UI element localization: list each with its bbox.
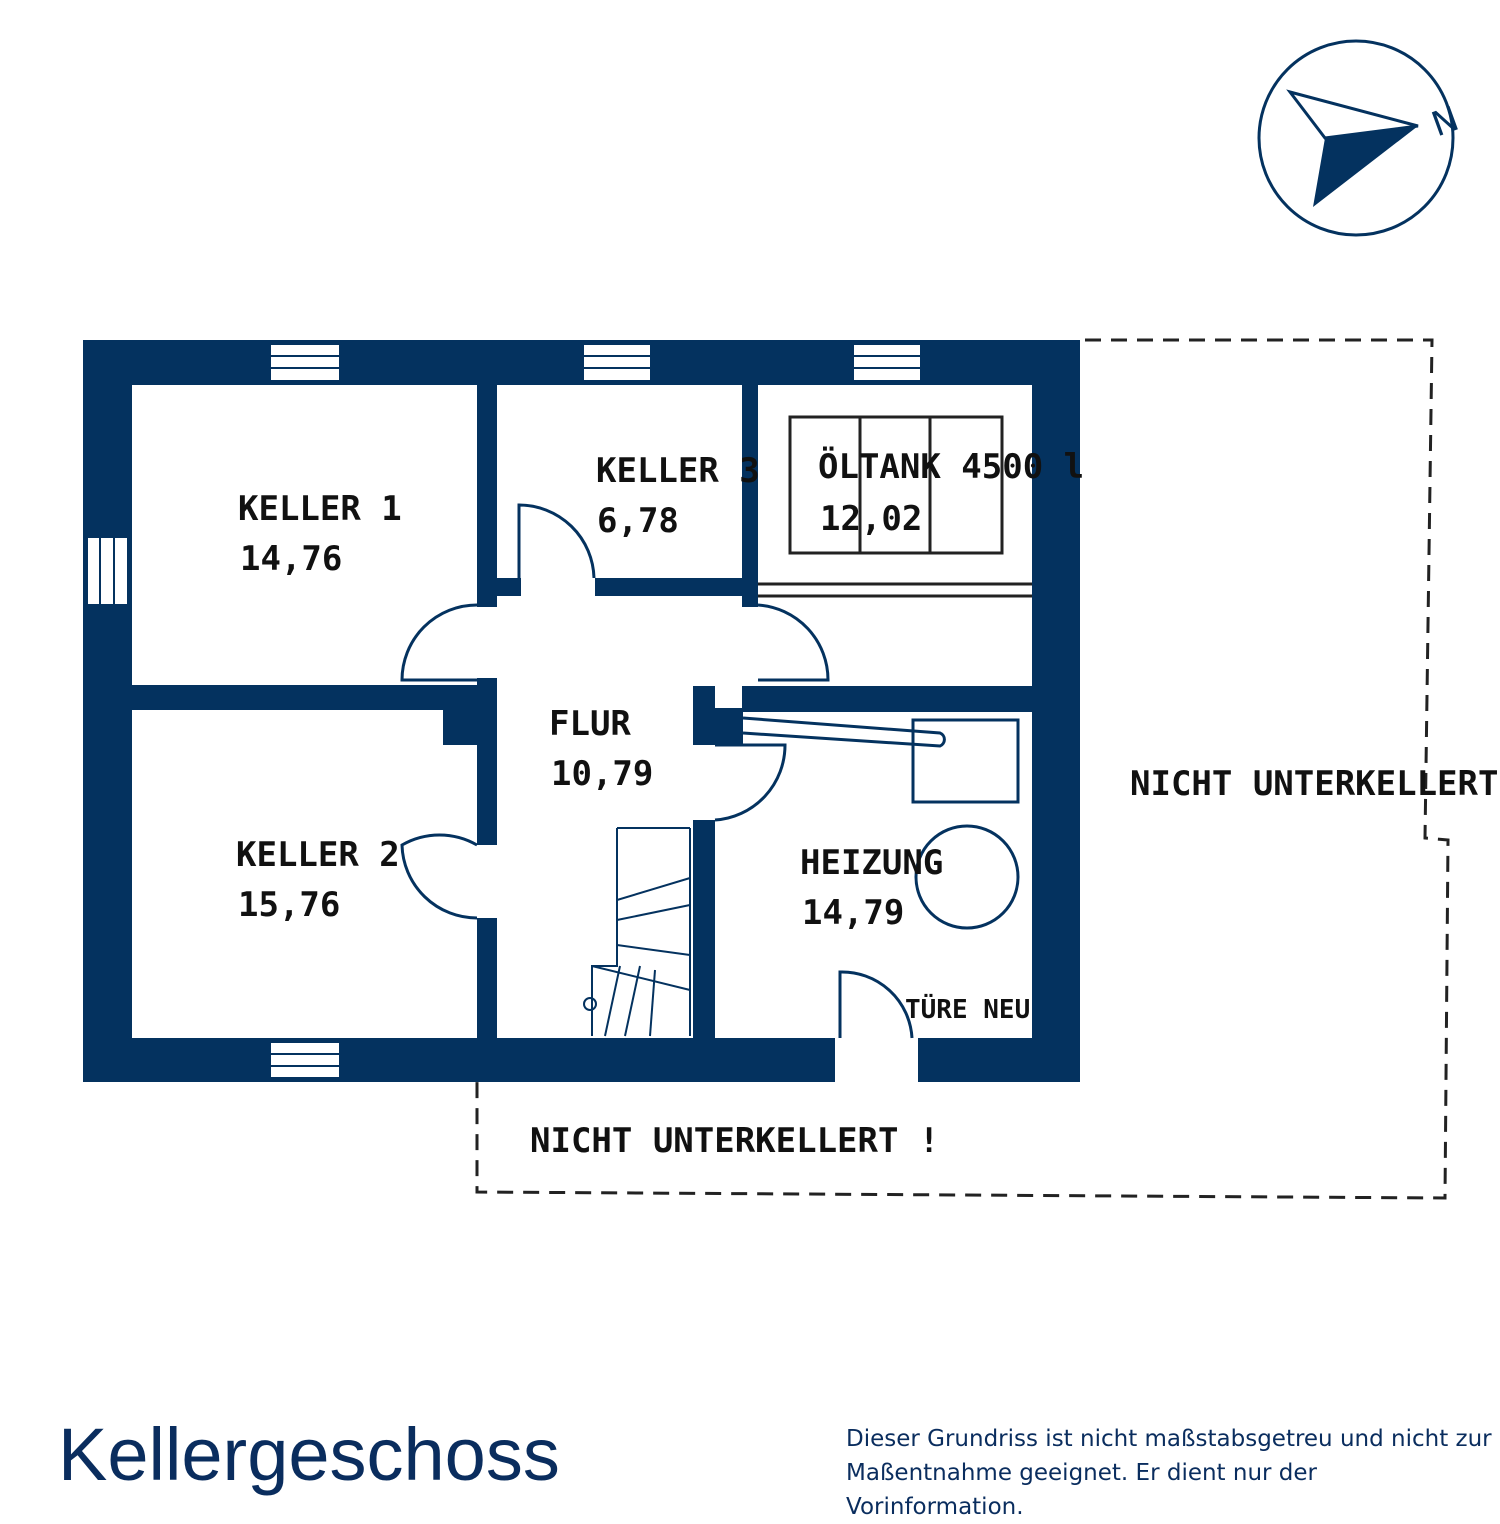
room-name-heizung: HEIZUNG <box>800 843 943 883</box>
oil-tank <box>758 415 1032 598</box>
disclaimer-line-1: Dieser Grundriss ist nicht maßstabsgetre… <box>846 1426 1492 1452</box>
heating-equipment <box>742 716 1020 930</box>
compass: N <box>1257 39 1464 237</box>
room-name-keller2: KELLER 2 <box>236 835 400 875</box>
compass-north-label: N <box>1426 99 1464 145</box>
walls <box>83 340 1080 1082</box>
room-area-heizung: 14,79 <box>802 893 904 933</box>
room-area-keller3: 6,78 <box>597 501 679 541</box>
room-area-keller2: 15,76 <box>238 885 340 925</box>
floor-title: Kellergeschoss <box>58 1413 560 1496</box>
room-area-flur: 10,79 <box>551 754 653 794</box>
room-name-oeltank: ÖLTANK 4500 l <box>818 446 1084 487</box>
staircase <box>583 827 691 1037</box>
unexcavated-outline <box>475 338 1450 1200</box>
room-area-keller1: 14,76 <box>240 539 342 579</box>
not-basement-right-note: NICHT UNTERKELLERT ! <box>1130 764 1500 804</box>
not-basement-bottom-note: NICHT UNTERKELLERT ! <box>530 1121 939 1161</box>
door-new-note: TÜRE NEU <box>905 992 1030 1025</box>
door-swings <box>400 503 914 1039</box>
room-area-oeltank: 12,02 <box>820 499 922 539</box>
room-name-keller3: KELLER 3 <box>596 451 760 491</box>
room-name-keller1: KELLER 1 <box>238 489 402 529</box>
disclaimer: Dieser Grundriss ist nicht maßstabsgetre… <box>846 1422 1500 1524</box>
room-name-flur: FLUR <box>549 704 631 744</box>
disclaimer-line-2: Maßentnahme geeignet. Er dient nur der V… <box>846 1460 1318 1520</box>
windows <box>86 343 922 1079</box>
